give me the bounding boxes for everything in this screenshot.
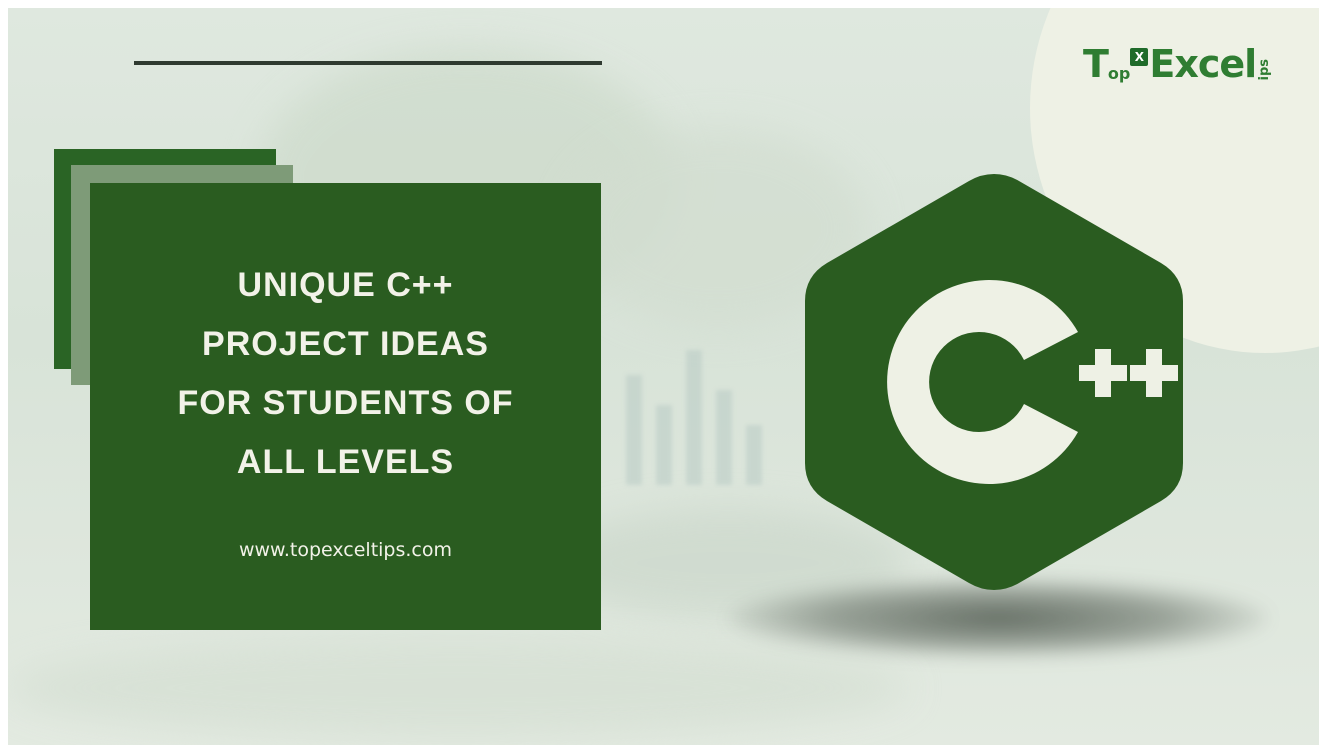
brand-logo: T op X Excel ips	[1083, 36, 1272, 86]
logo-letters-op: op	[1107, 64, 1131, 83]
logo-shadow	[728, 578, 1268, 658]
cpp-hexagon-logo-icon	[805, 174, 1183, 590]
background-bar	[686, 350, 702, 485]
logo-letter-t: T	[1083, 42, 1109, 86]
title-panel: UNIQUE C++ PROJECT IDEAS FOR STUDENTS OF…	[90, 183, 601, 630]
headline-line-3: FOR STUDENTS OF	[177, 384, 514, 422]
headline-line-4: ALL LEVELS	[236, 443, 455, 481]
background-bar	[626, 375, 642, 485]
background-bar	[716, 390, 732, 485]
headline-line-2: PROJECT IDEAS	[202, 325, 489, 363]
logo-vertical-ips: ips	[1257, 58, 1273, 81]
headline-line-1: UNIQUE C++	[237, 266, 454, 304]
logo-word-excel: Excel	[1149, 42, 1257, 86]
top-divider-line	[134, 61, 602, 65]
background-bar	[746, 425, 762, 485]
headline: UNIQUE C++ PROJECT IDEAS FOR STUDENTS OF…	[90, 256, 601, 492]
website-url: www.topexceltips.com	[238, 539, 453, 561]
background-blur	[8, 638, 908, 738]
background-bar	[656, 405, 672, 485]
thumbnail-canvas: T op X Excel ips UNIQUE C++ PROJECT IDEA…	[8, 8, 1319, 745]
excel-x-icon: X	[1130, 48, 1149, 66]
